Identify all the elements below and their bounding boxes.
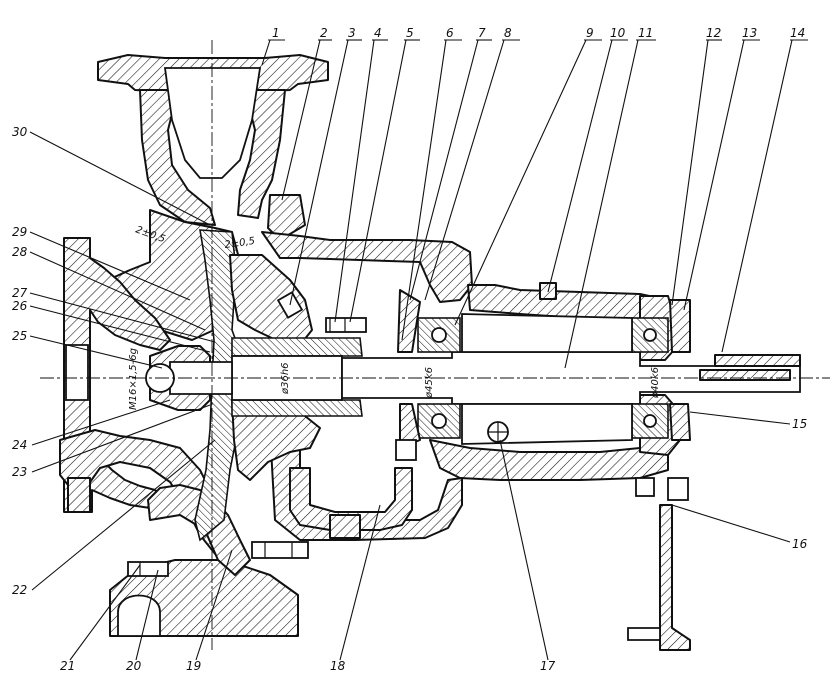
- dim-shaft-mid: ø45k6: [424, 367, 435, 399]
- callout-20: 20: [126, 659, 142, 673]
- callout-23: 23: [12, 465, 27, 479]
- pump-casing: [59, 54, 329, 637]
- callout-13: 13: [742, 26, 757, 40]
- callout-8: 8: [504, 26, 512, 40]
- callout-7: 7: [478, 26, 486, 40]
- callout-10: 10: [610, 26, 626, 40]
- callout-28: 28: [12, 245, 28, 259]
- callout-22: 22: [12, 583, 27, 597]
- callout-6: 6: [446, 26, 454, 40]
- callout-15: 15: [792, 417, 807, 431]
- callout-2: 2: [320, 26, 328, 40]
- callout-24: 24: [12, 438, 27, 452]
- callout-4: 4: [374, 26, 382, 40]
- bearings: [397, 282, 691, 449]
- callout-11: 11: [638, 26, 653, 40]
- callout-17: 17: [540, 659, 556, 673]
- callout-14: 14: [790, 26, 805, 40]
- callout-19: 19: [186, 659, 201, 673]
- leader-lines: [29, 39, 808, 661]
- callout-30: 30: [12, 125, 28, 139]
- callout-9: 9: [586, 26, 594, 40]
- callout-25: 25: [12, 329, 27, 343]
- callout-3: 3: [348, 26, 356, 40]
- callout-27: 27: [12, 286, 28, 300]
- callout-18: 18: [330, 659, 346, 673]
- callout-12: 12: [706, 26, 721, 40]
- dim-shaft-end: ø40k6: [650, 367, 661, 399]
- dim-shaft-sleeve: ø36h6: [280, 362, 291, 395]
- dim-thread: M16×1,5-6g: [128, 348, 139, 410]
- callout-21: 21: [60, 659, 75, 673]
- callout-numbers: 1 2 3 4 5 6 7 8 9 10 11 12 13 14 15 16 1…: [12, 26, 808, 673]
- center-lines: [40, 40, 830, 650]
- callout-1: 1: [272, 26, 280, 40]
- callout-26: 26: [12, 299, 28, 313]
- callout-29: 29: [12, 225, 27, 239]
- callout-5: 5: [406, 26, 414, 40]
- dim-gap-right: 2±0,5: [224, 236, 256, 251]
- callout-16: 16: [792, 537, 808, 551]
